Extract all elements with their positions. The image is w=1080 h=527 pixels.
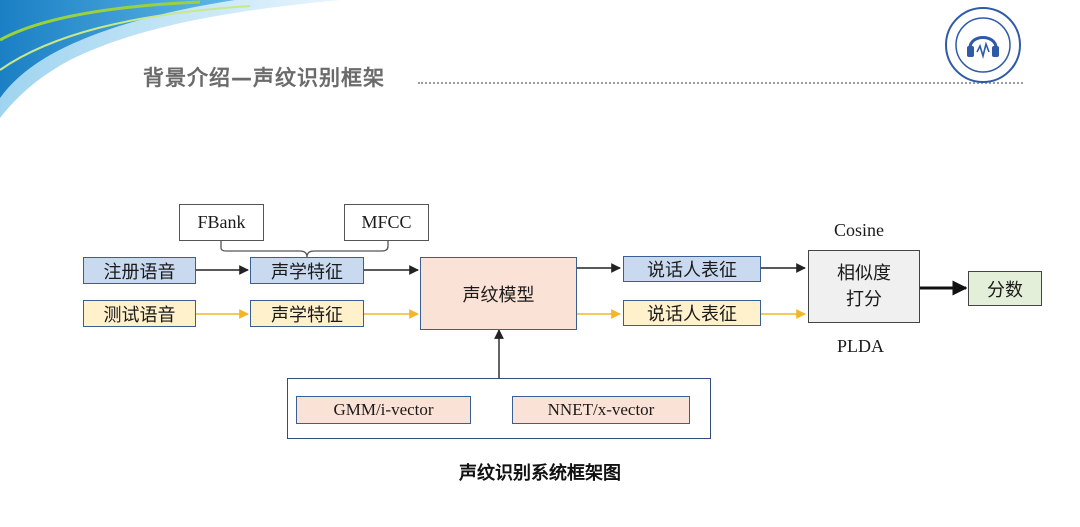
mfcc-box: MFCC — [344, 204, 429, 241]
fbank-box: FBank — [179, 204, 264, 241]
plda-label: PLDA — [837, 336, 885, 356]
score-output-box: 分数 — [968, 271, 1042, 306]
enroll-feature-box: 声学特征 — [250, 257, 364, 284]
similarity-scoring-box: 相似度 打分 — [808, 250, 920, 323]
voiceprint-model-box: 声纹模型 — [420, 257, 577, 330]
similarity-scoring-line2: 打分 — [846, 288, 882, 310]
title-divider — [418, 82, 1023, 84]
diagram-caption: 声纹识别系统框架图 — [459, 463, 621, 484]
nnet-xvector-box: NNET/x-vector — [512, 396, 690, 424]
test-feature-box: 声学特征 — [250, 300, 364, 327]
decorative-swoosh — [0, 0, 340, 118]
test-speech-box: 测试语音 — [83, 300, 196, 327]
gmm-ivector-box: GMM/i-vector — [296, 396, 471, 424]
similarity-scoring-line1: 相似度 — [837, 262, 891, 284]
test-embedding-box: 说话人表征 — [623, 300, 761, 326]
page-title: 背景介绍—声纹识别框架 — [143, 66, 385, 90]
feature-brace — [220, 241, 389, 258]
cosine-label: Cosine — [834, 220, 885, 240]
enroll-embedding-box: 说话人表征 — [623, 256, 761, 282]
university-logo-icon — [945, 7, 1021, 83]
enroll-speech-box: 注册语音 — [83, 257, 196, 284]
